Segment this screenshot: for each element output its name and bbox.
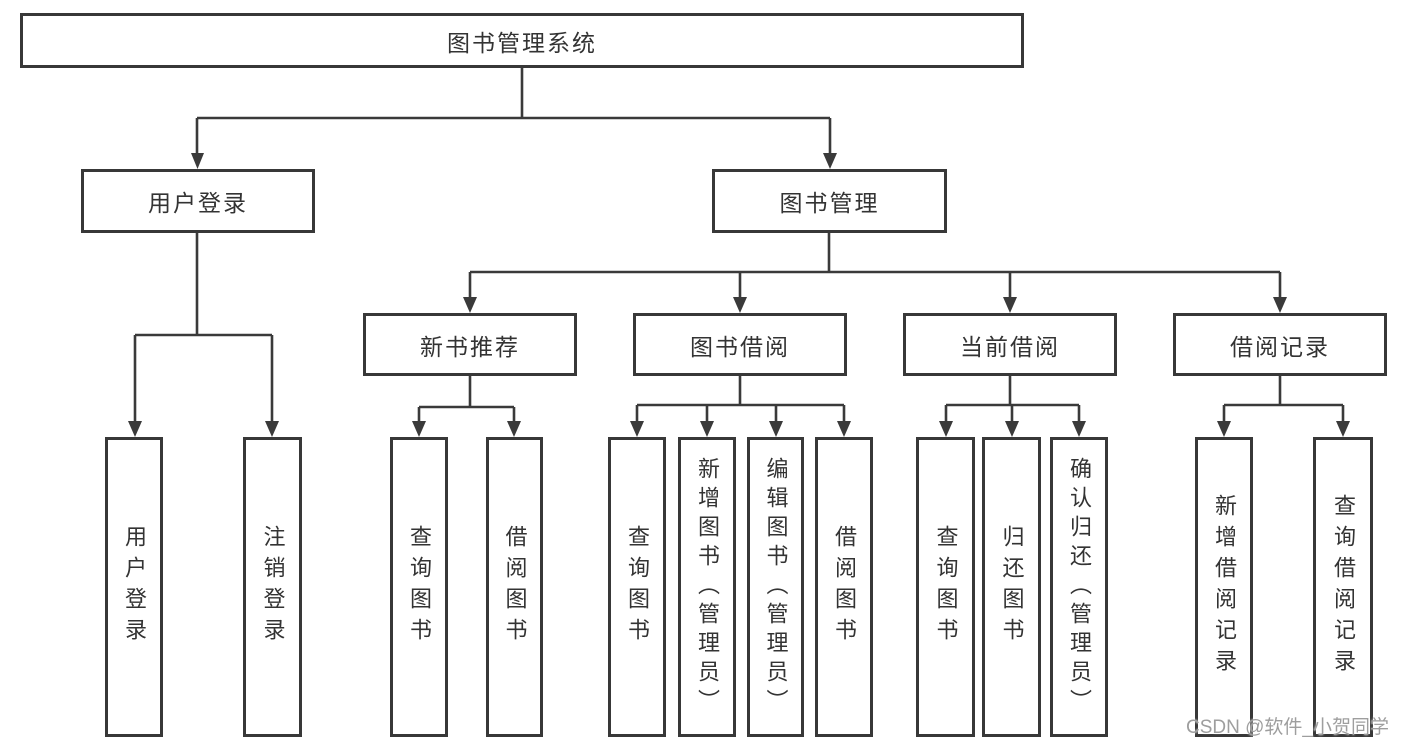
- leaf-cb-query-books: 查询图书: [916, 437, 975, 737]
- leaf-cb-confirm-return-label: 确认归还（管理员）: [1067, 456, 1092, 718]
- node-new-book-recommend-label: 新书推荐: [420, 333, 520, 360]
- node-borrow-records-label: 借阅记录: [1230, 333, 1330, 360]
- node-current-borrow: 当前借阅: [903, 313, 1117, 376]
- leaf-cb-confirm-return: 确认归还（管理员）: [1050, 437, 1108, 737]
- leaf-bb-borrow-books-label: 借阅图书: [832, 525, 857, 649]
- leaf-bb-edit-books: 编辑图书（管理员）: [747, 437, 804, 737]
- leaf-bb-add-books-label: 新增图书（管理员）: [695, 456, 720, 718]
- node-new-book-recommend: 新书推荐: [363, 313, 577, 376]
- leaf-cb-query-books-label: 查询图书: [933, 525, 959, 649]
- node-current-borrow-label: 当前借阅: [960, 333, 1060, 360]
- node-book-borrow-label: 图书借阅: [690, 333, 790, 360]
- leaf-nb-borrow-books-label: 借阅图书: [502, 525, 528, 649]
- leaf-user-login-label: 用户登录: [122, 525, 147, 649]
- leaf-cb-return-books-label: 归还图书: [999, 525, 1025, 649]
- leaf-logout: 注销登录: [243, 437, 302, 737]
- leaf-nb-query-books-label: 查询图书: [407, 525, 432, 649]
- node-root-label: 图书管理系统: [447, 29, 597, 56]
- leaf-br-query-record: 查询借阅记录: [1313, 437, 1373, 737]
- leaf-nb-borrow-books: 借阅图书: [486, 437, 543, 737]
- leaf-bb-borrow-books: 借阅图书: [815, 437, 873, 737]
- leaf-cb-return-books: 归还图书: [982, 437, 1041, 737]
- node-book-management: 图书管理: [712, 169, 947, 233]
- leaf-bb-edit-books-label: 编辑图书（管理员）: [763, 456, 789, 718]
- node-book-management-label: 图书管理: [779, 190, 880, 216]
- node-book-borrow: 图书借阅: [633, 313, 847, 376]
- watermark: CSDN @软件_小贺同学: [1186, 717, 1389, 738]
- leaf-br-query-record-label: 查询借阅记录: [1331, 494, 1356, 680]
- leaf-br-add-record-label: 新增借阅记录: [1212, 494, 1237, 680]
- leaf-nb-query-books: 查询图书: [390, 437, 448, 737]
- node-root: 图书管理系统: [20, 13, 1024, 68]
- leaf-logout-label: 注销登录: [260, 525, 286, 649]
- leaf-bb-query-books: 查询图书: [608, 437, 666, 737]
- leaf-user-login: 用户登录: [105, 437, 163, 737]
- leaf-bb-query-books-label: 查询图书: [625, 525, 650, 649]
- node-user-login-label: 用户登录: [148, 190, 248, 216]
- leaf-bb-add-books: 新增图书（管理员）: [678, 437, 736, 737]
- node-user-login: 用户登录: [81, 169, 315, 233]
- leaf-br-add-record: 新增借阅记录: [1195, 437, 1253, 737]
- node-borrow-records: 借阅记录: [1173, 313, 1387, 376]
